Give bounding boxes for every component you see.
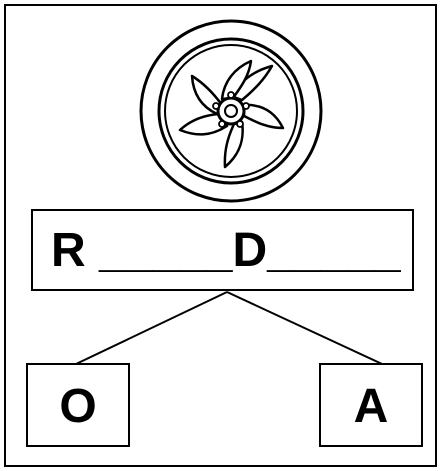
choice-label-a: A bbox=[353, 380, 389, 433]
word-box: R _____D_____ bbox=[31, 209, 414, 291]
choice-box-o[interactable]: O bbox=[26, 363, 130, 447]
word-pattern: R _____D_____ bbox=[51, 224, 401, 277]
choice-box-a[interactable]: A bbox=[319, 363, 423, 447]
choice-label-o: O bbox=[59, 380, 97, 433]
wheel-icon bbox=[139, 19, 323, 203]
